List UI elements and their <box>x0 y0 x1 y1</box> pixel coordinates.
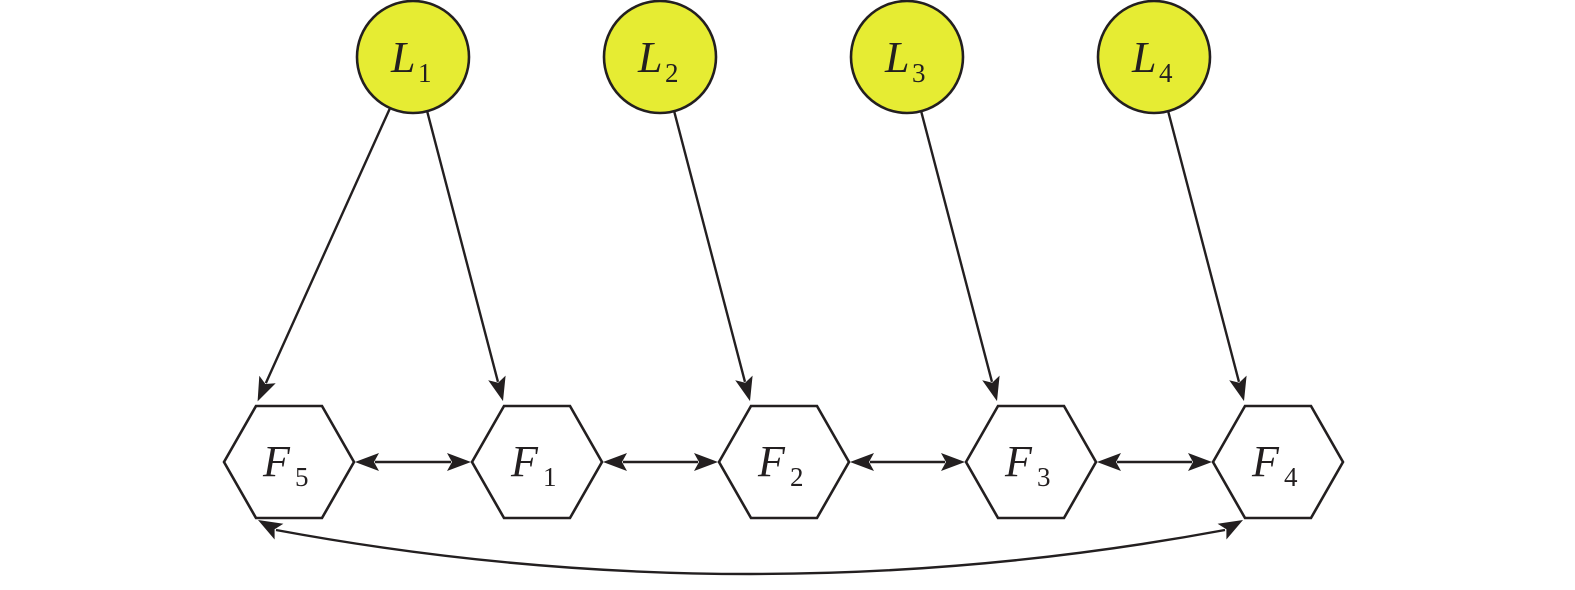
arrowhead-f5-end <box>258 520 284 540</box>
leader-subscript-l2: 2 <box>665 58 679 88</box>
arrowhead-l1-f1 <box>488 375 506 402</box>
follower-subscript-f1: 1 <box>543 462 557 492</box>
follower-node-f2 <box>717 404 851 520</box>
follower-subscript-f2: 2 <box>790 462 804 492</box>
follower-node-f1 <box>470 404 604 520</box>
follower-subscript-f5: 5 <box>295 462 309 492</box>
edge-l1-f5 <box>264 107 392 384</box>
arrowhead-l2-f2 <box>735 375 753 402</box>
arrowhead-f1-end <box>447 453 471 471</box>
edge-l2-f2 <box>672 110 747 383</box>
leader-label-l1: L <box>390 33 415 82</box>
follower-label-f4: F <box>1251 437 1280 486</box>
arrowhead-f3-end <box>941 453 965 471</box>
leader-label-l3: L <box>884 33 909 82</box>
leader-subscript-l1: 1 <box>418 58 432 88</box>
leader-node-l3 <box>849 0 965 115</box>
edges-layer <box>257 107 1247 576</box>
edge-l4-f4 <box>1166 110 1241 383</box>
follower-label-f2: F <box>757 437 786 486</box>
leader-label-l4: L <box>1131 33 1156 82</box>
leader-subscript-l4: 4 <box>1159 58 1173 88</box>
leader-subscript-l3: 3 <box>912 58 926 88</box>
arrowhead-f3-end <box>1097 453 1121 471</box>
follower-label-f5: F <box>262 437 291 486</box>
nodes-layer <box>222 0 1345 520</box>
arrowhead-f2-end <box>694 453 718 471</box>
follower-label-f3: F <box>1004 437 1033 486</box>
arrowhead-f2-end <box>850 453 874 471</box>
leader-label-l2: L <box>637 33 662 82</box>
follower-label-f1: F <box>510 437 539 486</box>
arrowhead-f1-end <box>603 453 627 471</box>
arrowhead-l1-f5 <box>257 375 276 402</box>
follower-subscript-f4: 4 <box>1284 462 1298 492</box>
arrowhead-l3-f3 <box>982 375 1000 402</box>
follower-node-f3 <box>964 404 1098 520</box>
follower-subscript-f3: 3 <box>1037 462 1051 492</box>
edge-l1-f1 <box>425 110 500 383</box>
follower-node-f5 <box>222 404 356 520</box>
leader-node-l1 <box>355 0 471 115</box>
leader-node-l2 <box>602 0 718 115</box>
arrowhead-f5-end <box>355 453 379 471</box>
follower-node-f4 <box>1211 404 1345 520</box>
arrowhead-f4-end <box>1188 453 1212 471</box>
edge-f5-f4 <box>275 528 1226 576</box>
leader-node-l4 <box>1096 0 1212 115</box>
arrowhead-l4-f4 <box>1229 375 1247 402</box>
edge-l3-f3 <box>919 110 994 383</box>
arrowhead-f4-end <box>1217 520 1243 540</box>
